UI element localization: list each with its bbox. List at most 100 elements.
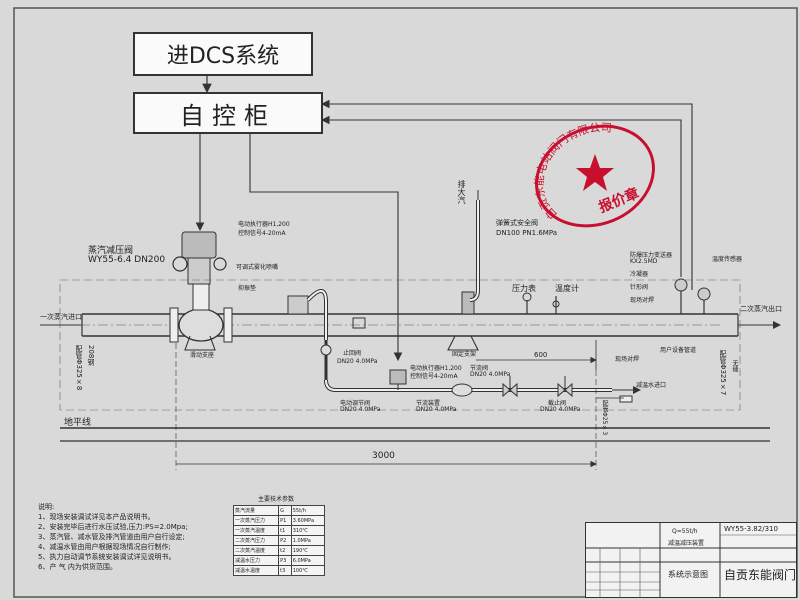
- throttle-valve-label: 节流阀: [470, 365, 489, 372]
- regulating-valve-spec: DN20 4.0MPa: [340, 406, 381, 413]
- atomizer-nozzle: [287, 295, 309, 315]
- exhaust-label: 排大汽: [457, 180, 466, 204]
- notes-block: 说明: 1、现场安装调试详见本产品说明书。 2、安装完毕后进行水压试验,压力:P…: [38, 502, 188, 572]
- site-connection-label: 现场对焊: [630, 297, 655, 304]
- control-cabinet-box: 自控柜: [133, 92, 323, 134]
- title-capacity: Q=55t/h: [672, 528, 698, 535]
- inlet-pipe-label: 配管Φ325×8: [75, 345, 83, 391]
- safety-valve-model: DN100 PN1.6MPa: [496, 229, 558, 237]
- inlet-flange-left: [169, 307, 179, 343]
- check-valve-label: 止回阀: [343, 350, 362, 357]
- atomizer-label: 可调式雾化喷嘴: [236, 264, 279, 271]
- sheet-border: [13, 7, 798, 598]
- sliding-support: [184, 335, 216, 351]
- transmitter-label-1: 防爆压力变送器: [630, 252, 673, 259]
- check-valve-upper: [320, 344, 332, 356]
- dcs-box: 进DCS系统: [133, 32, 313, 76]
- throttle-device-label: 节流装置: [416, 400, 441, 407]
- note-item: 1、现场安装调试详见本产品说明书。: [38, 513, 155, 521]
- regulating-valve-icon: [389, 369, 407, 385]
- fixed-support-label: 固定支架: [452, 351, 477, 358]
- pressure-reducing-valve-label: 蒸汽减压阀: [88, 246, 134, 256]
- note-item: 3、蒸汽管、减水管及排汽管道由用户自行设定;: [38, 533, 185, 541]
- title-drawing-no: WY55-3.82/310: [724, 525, 778, 533]
- quotation-stamp: 自贡东能电站阀门有限公司 报价章: [528, 118, 655, 228]
- cooler-label: 冷凝器: [630, 271, 649, 278]
- actuator-mid-label-1: 电动执行器H1,200: [410, 365, 462, 372]
- params-title: 主要技术参数: [258, 496, 295, 503]
- throttle-device-icon: [451, 383, 473, 397]
- title-block: [585, 522, 797, 598]
- throttle-device-spec: DN20 4.0MPa: [416, 406, 457, 413]
- outlet-pipe-material: 无缝: [731, 360, 738, 372]
- exhaust-pipe: [469, 200, 480, 302]
- dim-3000-label: 3000: [372, 451, 395, 461]
- valve-bonnet: [192, 283, 210, 311]
- muffler-box: [352, 317, 366, 329]
- note-item: 5、执力自动调节系统安装调试详见说明书。: [38, 553, 176, 561]
- title-company: 自贡东能阀门: [724, 568, 797, 582]
- needle-valve-label: 针形阀: [630, 284, 649, 291]
- temperature-sensor-icon: [697, 287, 711, 301]
- safety-valve-label: 弹簧式安全阀: [496, 219, 538, 227]
- inlet-pipe-material: 208钢: [87, 345, 95, 366]
- outlet-pipe-label: 配管Φ325×7: [719, 350, 727, 396]
- actuator-mid-label-2: 控制信号4-20mA: [410, 373, 458, 380]
- thermometer-label: 温度计: [555, 284, 579, 293]
- stamp-subtitle: 报价章: [596, 185, 641, 216]
- star-icon: [576, 154, 614, 191]
- title-drawing-name: 系统示意图: [668, 570, 708, 579]
- pressure-transmitter-icon: [674, 278, 688, 292]
- sliding-support-label: 滑动支座: [190, 352, 215, 359]
- pressure-reducing-valve-body: [178, 308, 224, 342]
- notes-title: 说明:: [38, 503, 55, 511]
- thermometer-icon: [552, 300, 560, 308]
- signal-to-regulating-valve: [249, 130, 403, 362]
- muffler-label: 抑振垫: [238, 285, 257, 292]
- transmitter-label-2: KX2.5MD: [630, 258, 658, 265]
- user-pipe-label: 用户设备管道: [660, 347, 697, 354]
- fixed-support: [447, 335, 479, 351]
- handwheel: [172, 256, 188, 272]
- regulating-valve-label: 电动调节阀: [340, 400, 371, 407]
- supply-scope-frame: [59, 279, 741, 411]
- actuator-top: [181, 231, 217, 259]
- title-device: 减温减压装置: [668, 540, 705, 547]
- note-item: 4、减温水管由用户根据现场情况自行制作;: [38, 543, 171, 551]
- water-inlet-label: 减温水进口: [636, 382, 667, 389]
- control-cabinet-label: 自控柜: [180, 101, 276, 130]
- water-pipe-label: 配管Φ25×3: [601, 400, 608, 436]
- stamp-ring: [535, 124, 655, 228]
- actuator-top-label-1: 电动执行器H1,200: [238, 221, 290, 228]
- ground-line-label: 地平线: [64, 418, 92, 428]
- secondary-steam-outlet-label: 二次蒸汽出口: [740, 305, 782, 313]
- safety-valve: [461, 291, 475, 315]
- check-valve-spec: DN20 4.0MPa: [337, 358, 378, 365]
- pressure-reducing-valve-model: WY55-6.4 DN200: [88, 255, 166, 265]
- pressure-gauge-label: 压力表: [512, 284, 536, 293]
- actuator-top-label-2: 控制信号4-20mA: [238, 230, 286, 237]
- stop-valve-spec: DN20 4.0MPa: [540, 406, 581, 413]
- primary-steam-inlet-label: 一次蒸汽进口: [40, 313, 82, 321]
- pressure-gauge-icon: [522, 292, 532, 302]
- note-item: 6、产 气 内为供货范围。: [38, 563, 117, 571]
- signal-from-temperature: [320, 99, 693, 290]
- site-test-label: 现场对焊: [615, 356, 640, 363]
- note-item: 2、安装完毕后进行水压试验,压力:PS=2.0Mpa;: [38, 523, 188, 531]
- inlet-flange-right: [223, 307, 233, 343]
- dcs-box-label: 进DCS系统: [166, 44, 280, 69]
- signal-from-pressure: [320, 115, 682, 277]
- temperature-sensor-label: 温度传感器: [712, 256, 743, 263]
- stop-valve-label: 截止阀: [548, 400, 567, 407]
- dim-600-label: 600: [534, 351, 548, 359]
